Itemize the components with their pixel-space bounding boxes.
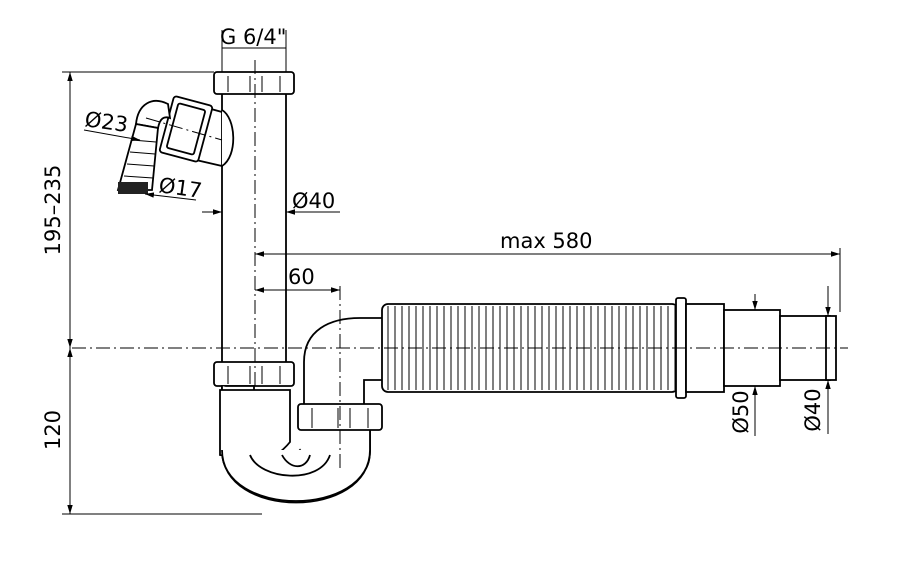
outlet-adapter bbox=[675, 297, 837, 399]
label-outlet-outer-diameter: Ø50 bbox=[729, 390, 753, 433]
label-pipe-diameter: Ø40 bbox=[292, 189, 335, 213]
riser-elbow bbox=[297, 286, 385, 470]
label-height-range: 195–235 bbox=[41, 165, 65, 256]
label-hose-diameter: Ø17 bbox=[157, 173, 203, 203]
label-outlet-inner-diameter: Ø40 bbox=[801, 388, 825, 431]
u-trap bbox=[219, 385, 371, 504]
vertical-standpipe bbox=[213, 60, 295, 470]
label-thread: G 6/4" bbox=[220, 25, 286, 49]
label-offset: 60 bbox=[288, 265, 315, 289]
label-inlet-diameter: Ø23 bbox=[83, 107, 129, 137]
label-max-length: max 580 bbox=[500, 229, 593, 253]
label-trap-depth: 120 bbox=[41, 410, 65, 450]
side-inlet-elbow bbox=[116, 95, 235, 194]
